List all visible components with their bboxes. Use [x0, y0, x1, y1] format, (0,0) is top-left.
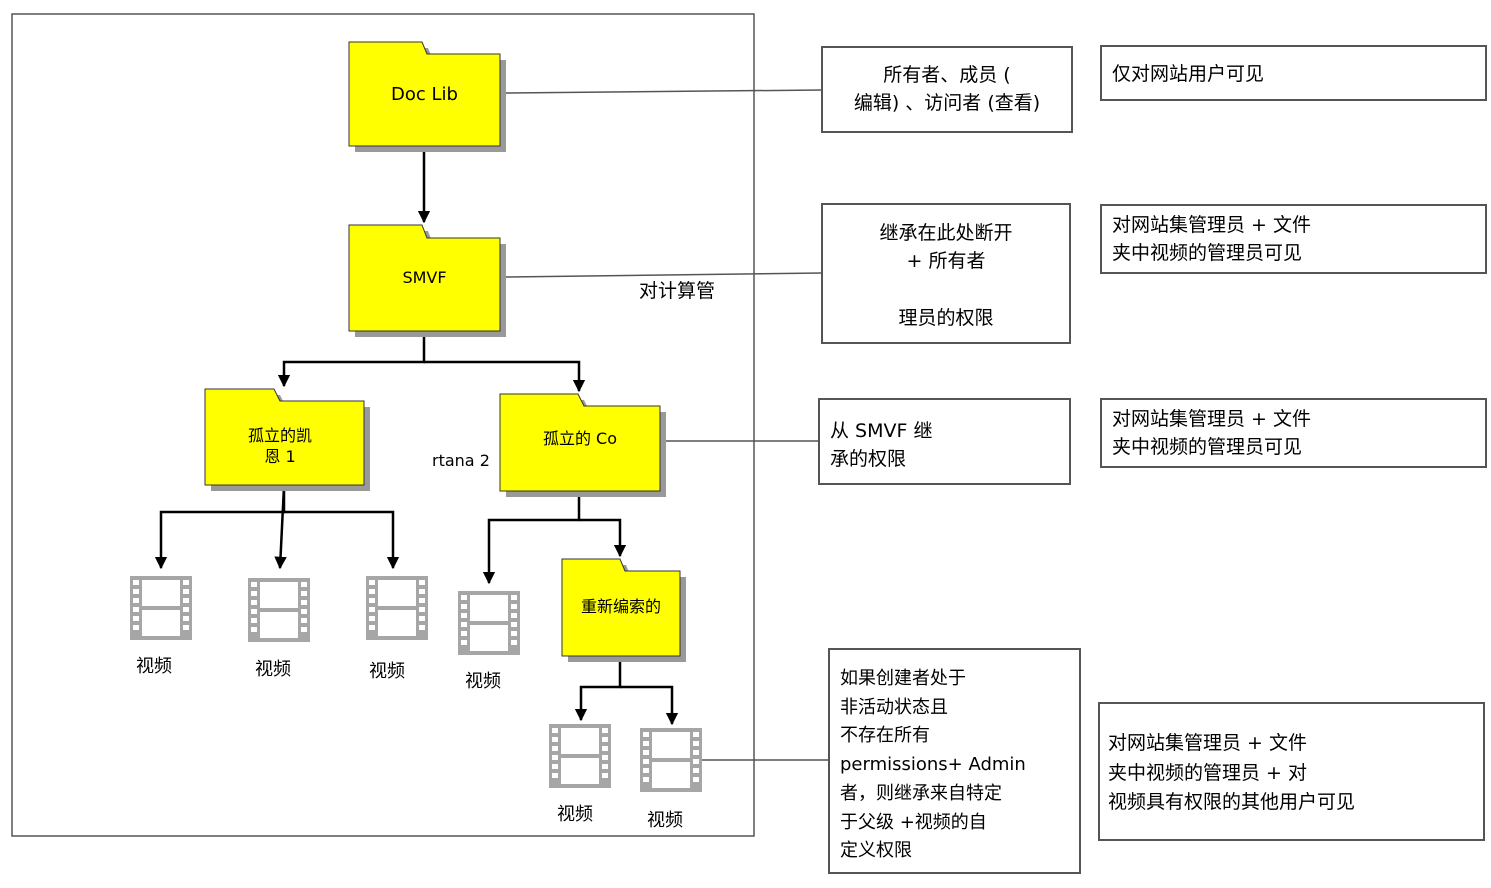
video-icon[interactable] [458, 591, 520, 655]
link-label-calc-admin: 对计算管 [639, 280, 716, 302]
visibility-box-orphan-2: 对网站集管理员 + 文件 夹中视频的管理员可见 [1100, 398, 1487, 468]
folder-orphan-1[interactable] [204, 388, 370, 491]
folder-label-orphan-2: 孤立的 Co [542, 429, 618, 448]
visibility-text-smvf: 对网站集管理员 + 文件 夹中视频的管理员可见 [1112, 214, 1311, 264]
folder-label-orphan-1: 孤立的凯 [247, 426, 312, 445]
video-icon[interactable] [640, 728, 702, 792]
permission-text-smvf-2: + 所有者 [906, 250, 986, 272]
video-icon[interactable] [130, 576, 192, 640]
visibility-text-orphan-2: 对网站集管理员 + 文件 夹中视频的管理员可见 [1112, 408, 1311, 458]
visibility-box-video: 对网站集管理员 + 文件 夹中视频的管理员 + 对 视频具有权限的其他用户可见 [1098, 702, 1485, 841]
permission-box-doclib: 所有者、成员 ( 编辑) 、访问者 (查看) [821, 46, 1073, 133]
video-label: 视频 [647, 810, 683, 831]
orphan-2-overflow-label: rtana 2 [432, 451, 490, 470]
permission-box-smvf: 继承在此处断开 + 所有者 理员的权限 [821, 203, 1071, 344]
permission-text-smvf-3: 理员的权限 [898, 307, 994, 329]
permission-box-orphan-2: 从 SMVF 继 承的权限 [818, 398, 1071, 485]
diagram-frame [11, 13, 755, 837]
permission-text-orphan-2: 从 SMVF 继 承的权限 [830, 420, 933, 470]
folder-reindexed[interactable] [561, 558, 686, 662]
folder-doclib[interactable] [348, 41, 506, 152]
visibility-text-doclib: 仅对网站用户可见 [1112, 63, 1265, 85]
video-label: 视频 [465, 671, 501, 692]
video-icon[interactable] [366, 576, 428, 640]
permission-box-video: 如果创建者处于 非活动状态且 不存在所有 permissions+ Admin … [828, 648, 1081, 874]
video-icon[interactable] [248, 578, 310, 642]
permission-links [504, 89, 829, 761]
folder-smvf[interactable] [348, 224, 506, 337]
permission-text-smvf-1: 继承在此处断开 [879, 222, 1013, 244]
video-label: 视频 [255, 659, 291, 680]
video-label: 视频 [557, 804, 593, 825]
video-label: 视频 [369, 661, 405, 682]
video-icon[interactable] [549, 724, 611, 788]
permission-text-doclib: 所有者、成员 ( 编辑) 、访问者 (查看) [853, 64, 1041, 114]
permission-text-video: 如果创建者处于 非活动状态且 不存在所有 permissions+ Admin … [840, 668, 1026, 862]
folder-label-doclib: Doc Lib [391, 84, 458, 105]
visibility-text-video: 对网站集管理员 + 文件 夹中视频的管理员 + 对 视频具有权限的其他用户可见 [1108, 732, 1356, 813]
folder-label-orphan-1-line2: 恩 1 [264, 447, 296, 466]
connectors [154, 148, 679, 726]
video-label: 视频 [136, 656, 172, 677]
folder-orphan-2[interactable] [499, 393, 666, 497]
visibility-box-doclib: 仅对网站用户可见 [1100, 45, 1487, 101]
visibility-box-smvf: 对网站集管理员 + 文件 夹中视频的管理员可见 [1100, 204, 1487, 274]
folder-label-reindexed: 重新编索的 [580, 597, 661, 616]
folder-label-smvf: SMVF [402, 268, 447, 287]
